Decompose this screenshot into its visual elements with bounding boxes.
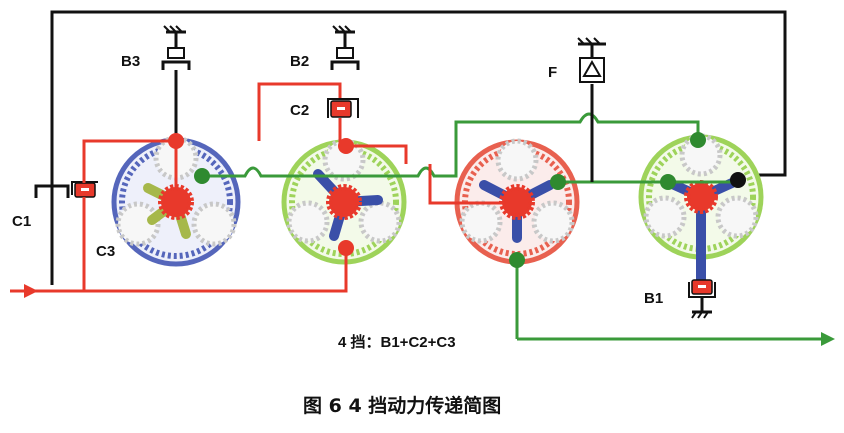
brake-b1 [688, 279, 716, 319]
label-b2: B2 [290, 53, 309, 70]
planetary-gearset-3 [454, 138, 580, 265]
connection-nodes [168, 132, 746, 268]
figure-caption: 图 6 4 挡动力传递简图 [303, 394, 501, 417]
gear-state-label: 4 挡：B1+C2+C3 [338, 333, 456, 351]
planetary-gearset-4 [638, 133, 764, 285]
one-way-clutch-f [577, 37, 606, 182]
label-c3: C3 [96, 243, 115, 260]
label-f: F [548, 64, 557, 81]
planetary-gearset-2 [281, 138, 407, 265]
label-c1: C1 [12, 213, 31, 230]
outer-housing-frame [50, 10, 787, 188]
label-b3: B3 [121, 53, 140, 70]
clutch-c3 [71, 181, 98, 198]
label-c2: C2 [290, 102, 309, 119]
brake-b3 [161, 25, 191, 136]
input-power-path [10, 82, 504, 298]
brake-b2 [330, 25, 360, 70]
clutch-c1 [34, 184, 70, 285]
clutch-c2 [327, 98, 359, 118]
label-b1: B1 [644, 290, 663, 307]
